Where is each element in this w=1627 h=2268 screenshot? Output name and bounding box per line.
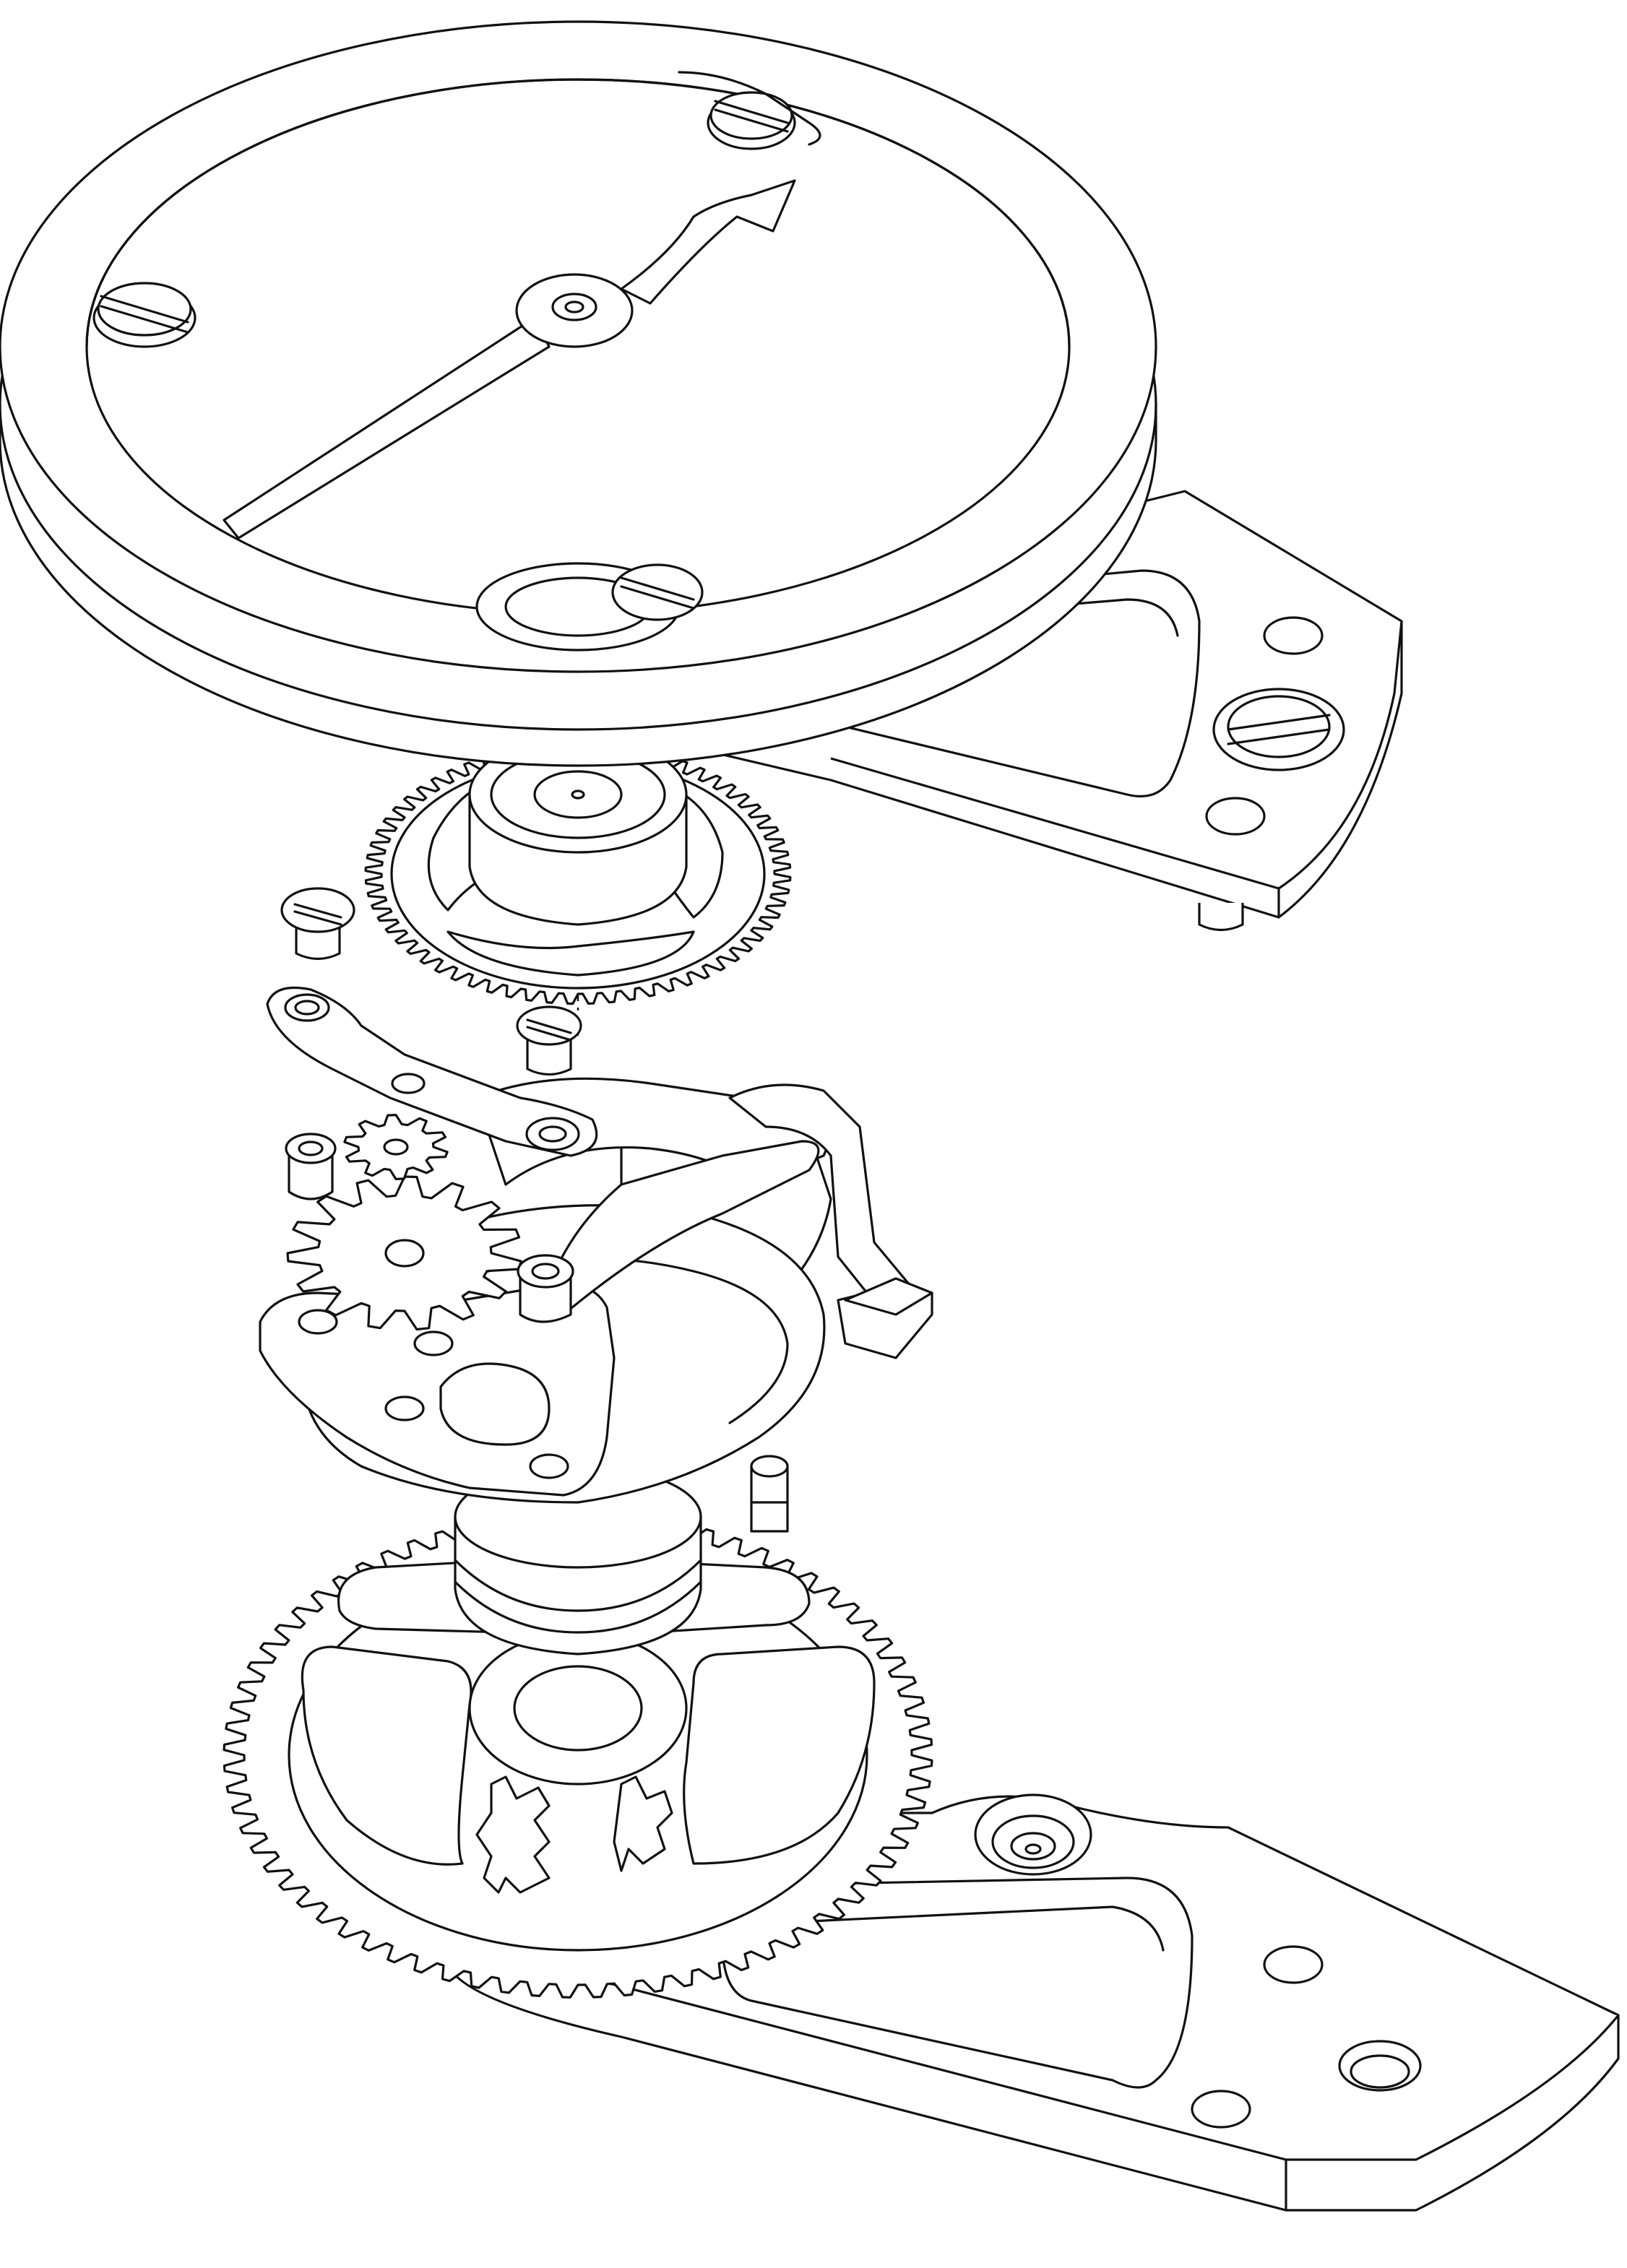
escape-wheel-icon <box>286 1175 522 1331</box>
gear-icon <box>343 1114 449 1180</box>
middle-gear <box>364 735 792 1005</box>
screw-icon <box>285 1133 337 1200</box>
balance-wheel <box>0 20 1157 767</box>
screw-icon <box>611 563 704 621</box>
screw-icon <box>92 282 197 348</box>
screw-icon <box>1212 688 1345 771</box>
screw-icon <box>516 1005 582 1076</box>
jewel-icon <box>974 1793 1092 1876</box>
plate-hole <box>1263 1945 1324 1984</box>
plate-hole <box>1338 2040 1422 2092</box>
lower-pinion <box>475 1775 673 1894</box>
screw-icon <box>280 887 355 961</box>
lower-gear <box>223 1465 933 1999</box>
screw-icon <box>517 1254 574 1323</box>
plate-hole <box>1191 2090 1251 2129</box>
screw-icon <box>707 91 796 150</box>
escapement-bridge <box>259 986 933 1533</box>
